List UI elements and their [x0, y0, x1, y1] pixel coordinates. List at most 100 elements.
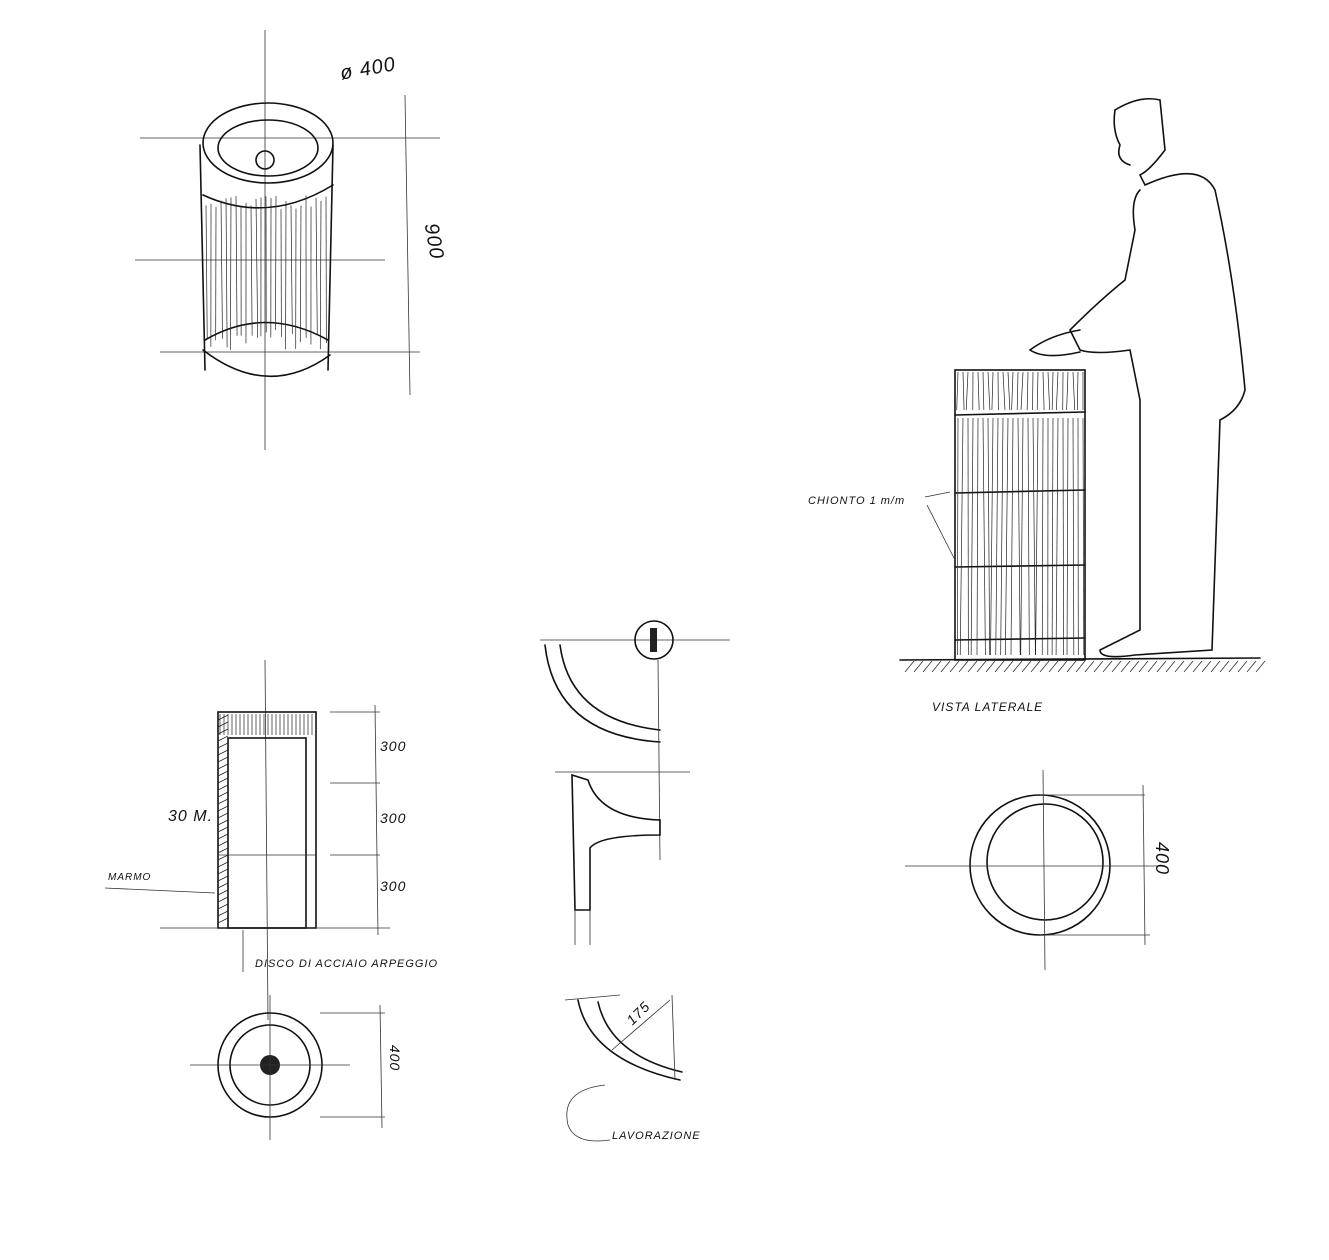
hatch-stroke	[316, 198, 317, 334]
hatch-stroke	[218, 848, 228, 853]
hatch-stroke	[1008, 372, 1010, 410]
hatch-stroke	[1103, 661, 1112, 672]
segment-label-1: 300	[380, 738, 406, 754]
hatch-stroke	[218, 764, 228, 769]
hatch-stroke	[1021, 418, 1023, 655]
hatch-stroke	[1056, 372, 1058, 410]
hatch-stroke	[1139, 661, 1148, 672]
hatch-stroke	[1043, 372, 1044, 410]
hatch-stroke	[1022, 661, 1031, 672]
hatch-stroke	[1052, 418, 1053, 655]
hatch-stroke	[960, 418, 963, 655]
plan-large-diameter: 400	[1151, 842, 1172, 875]
plan-large	[905, 770, 1165, 970]
hatch-stroke	[1037, 372, 1038, 410]
hatch-stroke	[1220, 661, 1229, 672]
hatch-stroke	[218, 736, 228, 741]
hatch-stroke	[256, 199, 258, 338]
hatch-stroke	[932, 661, 941, 672]
hatch-stroke	[236, 196, 237, 336]
hatch-stroke	[218, 792, 228, 797]
hatch-stroke	[1184, 661, 1193, 672]
hatch-stroke	[1073, 372, 1075, 410]
hatch-stroke	[1247, 661, 1256, 672]
hatch-stroke	[1005, 418, 1008, 655]
hatch-stroke	[1067, 372, 1068, 410]
hatch-stroke	[988, 372, 990, 410]
hatch-stroke	[986, 661, 995, 672]
hatch-stroke	[959, 661, 968, 672]
hatch-stroke	[1012, 372, 1013, 410]
hatch-stroke	[218, 911, 228, 916]
hatch-stroke	[1048, 372, 1050, 410]
hatch-stroke	[1018, 418, 1020, 655]
plan-small	[190, 995, 385, 1140]
hatch-stroke	[218, 897, 228, 902]
hatch-stroke	[1083, 418, 1084, 655]
hatch-stroke	[923, 661, 932, 672]
hatch-stroke	[218, 715, 228, 720]
hatch-stroke	[914, 661, 923, 672]
hatch-stroke	[1085, 661, 1094, 672]
hatch-stroke	[1013, 661, 1022, 672]
hatch-stroke	[1027, 372, 1028, 410]
hatch-stroke	[1112, 661, 1121, 672]
hatch-stroke	[218, 750, 228, 755]
segment-label-2: 300	[380, 810, 406, 826]
hatch-stroke	[218, 862, 228, 867]
hatch-stroke	[218, 757, 228, 762]
detail-sketches	[540, 621, 730, 1141]
hatch-stroke	[957, 418, 958, 655]
hatch-stroke	[218, 904, 228, 909]
hatch-stroke	[218, 890, 228, 895]
hatch-stroke	[1028, 418, 1029, 655]
hatch-stroke	[971, 418, 973, 655]
hatch-stroke	[218, 883, 228, 888]
hatch-stroke	[1193, 661, 1202, 672]
hatch-stroke	[1094, 661, 1103, 672]
hatch-stroke	[221, 201, 222, 339]
hatch-stroke	[1157, 661, 1166, 672]
hatch-stroke	[1121, 661, 1130, 672]
hatch-stroke	[251, 206, 252, 336]
side-view-title: VISTA LATERALE	[932, 700, 1043, 714]
note-label: LAVORAZIONE	[612, 1130, 701, 1142]
nail-label: CHIONTO 1 m/m	[808, 495, 905, 507]
hatch-stroke	[320, 201, 321, 349]
hatch-stroke	[218, 806, 228, 811]
hatch-stroke	[218, 785, 228, 790]
segment-label-3: 300	[380, 878, 406, 894]
hatch-stroke	[218, 778, 228, 783]
hatch-stroke	[1017, 372, 1018, 410]
hatch-stroke	[977, 661, 986, 672]
hatch-stroke	[1003, 372, 1005, 410]
hatch-stroke	[218, 827, 228, 832]
hatch-stroke	[983, 372, 984, 410]
hatch-stroke	[996, 418, 998, 655]
hatch-stroke	[992, 372, 993, 410]
plan-small-diameter: 400	[387, 1045, 403, 1071]
side-view	[900, 99, 1265, 672]
hatch-stroke	[1076, 661, 1085, 672]
hatch-stroke	[218, 834, 228, 839]
hatch-stroke	[218, 799, 228, 804]
hatch-stroke	[978, 372, 979, 410]
hatch-stroke	[1238, 661, 1247, 672]
hatch-stroke	[968, 661, 977, 672]
thickness-label: 30 M.	[168, 808, 213, 826]
hatch-stroke	[1063, 418, 1064, 655]
hatch-stroke	[1031, 661, 1040, 672]
hatch-stroke	[950, 661, 959, 672]
hatch-stroke	[905, 661, 914, 672]
hatch-stroke	[1042, 418, 1043, 655]
hatch-stroke	[1001, 418, 1003, 655]
hatch-stroke	[1073, 418, 1074, 655]
hatch-stroke	[1175, 661, 1184, 672]
hatch-stroke	[218, 855, 228, 860]
hatch-stroke	[1067, 661, 1076, 672]
hatch-stroke	[1058, 661, 1067, 672]
hatch-stroke	[218, 771, 228, 776]
hatch-stroke	[1148, 661, 1157, 672]
hatch-stroke	[1211, 661, 1220, 672]
hatch-stroke	[1036, 418, 1038, 655]
